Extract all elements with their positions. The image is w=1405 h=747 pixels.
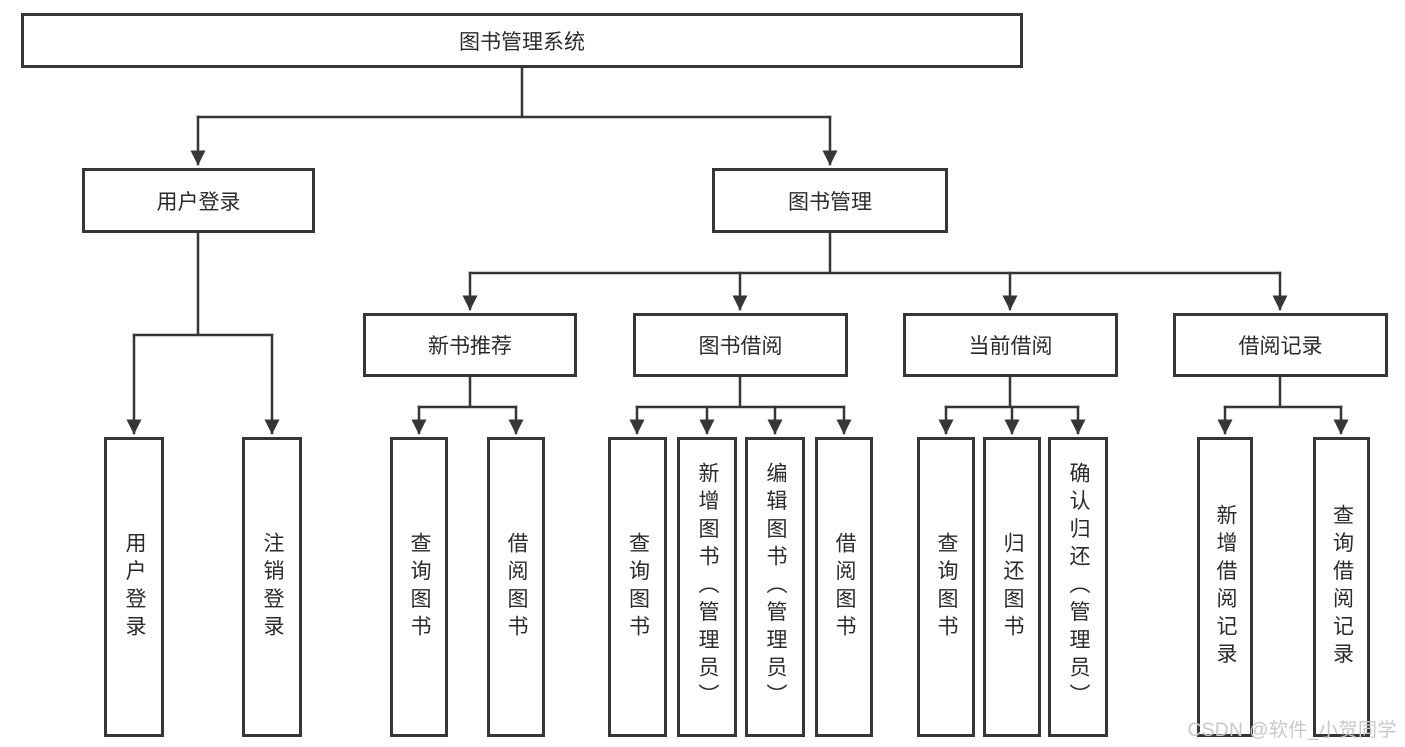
node-user-login: 用户登录	[82, 168, 315, 233]
leaf-label: 注销登录	[261, 531, 284, 643]
leaf-label: 借阅图书	[505, 531, 528, 643]
leaf-edit-book-admin: 编辑图书（管理员）	[745, 437, 805, 737]
node-borrow-records: 借阅记录	[1173, 313, 1388, 377]
leaf-query-borrow-record: 查询借阅记录	[1313, 437, 1370, 737]
leaf-label: 新增图书（管理员）	[696, 462, 719, 712]
node-current-borrow: 当前借阅	[903, 313, 1118, 377]
leaf-borrow-books: 借阅图书	[487, 437, 545, 737]
leaf-query-books: 查询图书	[917, 437, 975, 737]
leaf-query-books: 查询图书	[390, 437, 448, 737]
leaf-label: 查询图书	[935, 531, 958, 643]
leaf-user-login: 用户登录	[104, 437, 164, 737]
leaf-label: 查询图书	[626, 531, 650, 643]
leaf-label: 确认归还（管理员）	[1067, 462, 1090, 712]
leaf-return-books: 归还图书	[983, 437, 1041, 737]
leaf-label: 查询借阅记录	[1330, 503, 1354, 671]
leaf-label: 编辑图书（管理员）	[764, 462, 787, 712]
leaf-borrow-books: 借阅图书	[815, 437, 873, 737]
leaf-label: 借阅图书	[833, 531, 856, 643]
leaf-label: 查询图书	[408, 531, 431, 643]
leaf-add-borrow-record: 新增借阅记录	[1197, 437, 1253, 737]
leaf-add-book-admin: 新增图书（管理员）	[677, 437, 737, 737]
node-book-management: 图书管理	[712, 168, 948, 233]
node-new-book-recommend: 新书推荐	[363, 313, 577, 377]
leaf-label: 用户登录	[123, 531, 146, 643]
leaf-logout: 注销登录	[242, 437, 302, 737]
leaf-confirm-return-admin: 确认归还（管理员）	[1048, 437, 1108, 737]
leaf-query-books: 查询图书	[608, 437, 667, 737]
node-book-borrow: 图书借阅	[633, 313, 848, 377]
csdn-watermark: CSDN @软件_小贺同学	[1187, 720, 1397, 741]
leaf-label: 归还图书	[1001, 531, 1024, 643]
node-library-system: 图书管理系统	[21, 13, 1023, 68]
leaf-label: 新增借阅记录	[1214, 503, 1237, 671]
